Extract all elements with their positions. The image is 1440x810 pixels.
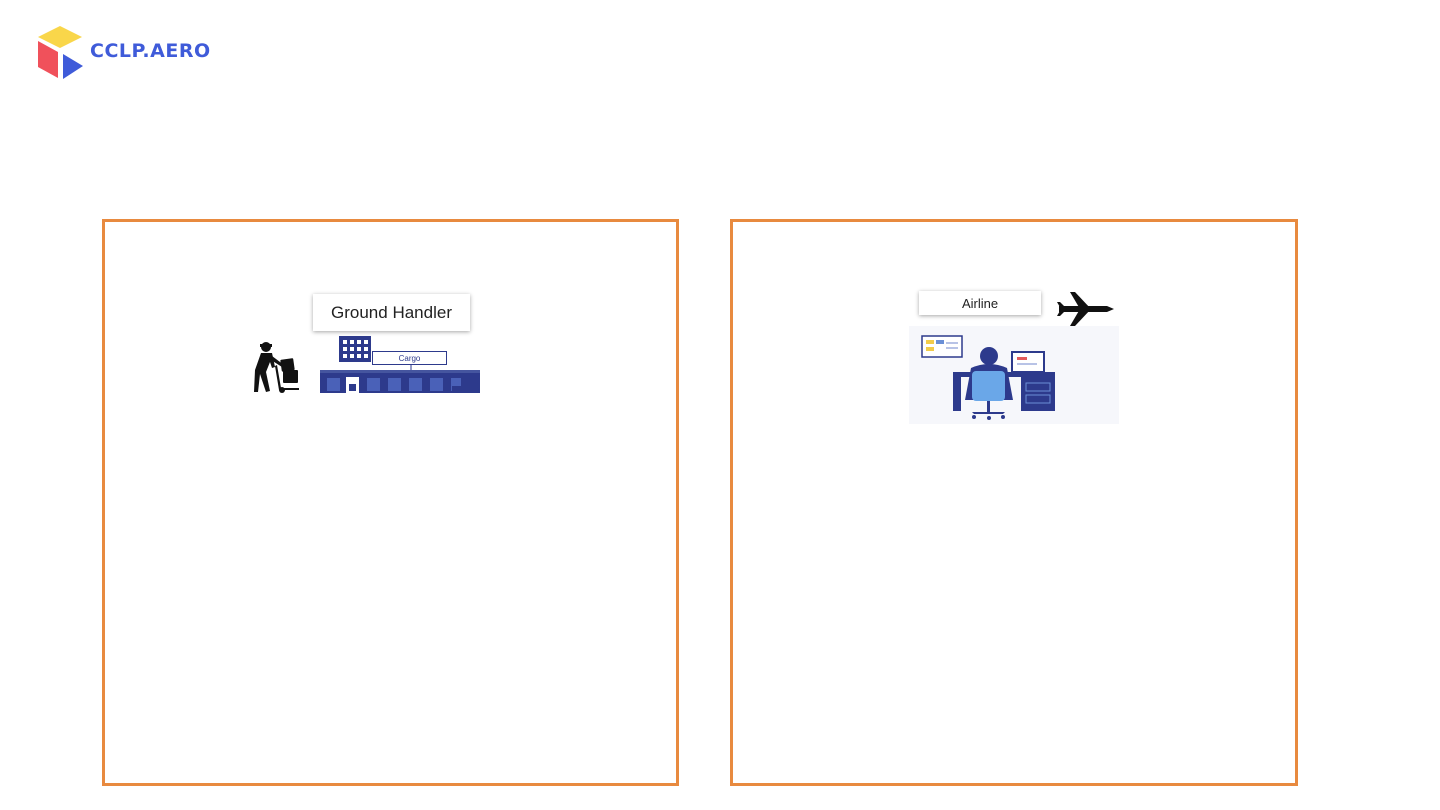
truck-icon <box>452 386 479 392</box>
brand-name: CCLP.AERO <box>90 40 211 62</box>
office-worker-icon <box>965 347 1013 420</box>
cargo-warehouse-icon <box>320 336 480 393</box>
computer-monitor-icon <box>1011 351 1045 377</box>
wall-board-icon <box>921 335 963 358</box>
airline-panel[interactable]: Airline <box>730 219 1298 786</box>
airline-illustration: Airline <box>909 286 1119 426</box>
handcart-worker-icon <box>254 342 299 393</box>
airline-label: Airline <box>919 291 1041 315</box>
ground-handler-label: Ground Handler <box>313 294 470 331</box>
airplane-icon <box>1057 292 1114 326</box>
cargo-sign: Cargo <box>372 351 447 365</box>
ground-handler-illustration: Ground Handler Cargo <box>225 290 487 398</box>
brand-logo[interactable]: CCLP.AERO <box>36 24 210 84</box>
cube-logo-icon <box>38 26 83 79</box>
ground-handler-panel[interactable]: Ground Handler Cargo <box>102 219 679 786</box>
